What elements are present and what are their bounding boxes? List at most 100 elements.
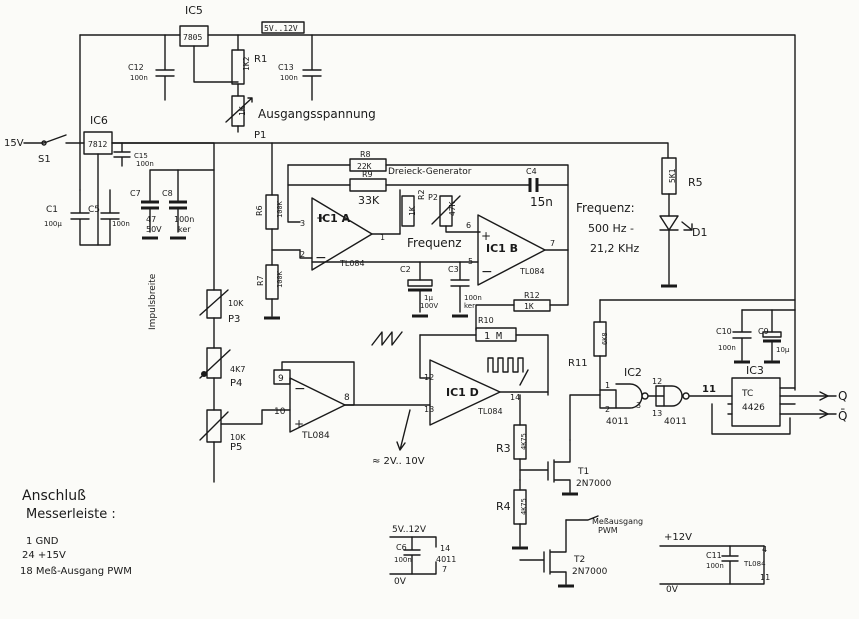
svg-text:100µ: 100µ — [44, 220, 62, 228]
svg-text:−: − — [315, 250, 327, 266]
svg-text:R11: R11 — [568, 358, 588, 369]
p2-potentiometer: 47K P2 — [428, 193, 481, 233]
svg-text:3: 3 — [300, 219, 305, 228]
r9-resistor: R9 33K — [287, 164, 531, 223]
ic1c-opamp: − + 9 10 8 TL084 — [273, 361, 431, 441]
svg-text:33K: 33K — [358, 194, 380, 207]
svg-text:4K75: 4K75 — [520, 433, 528, 450]
svg-text:PWM: PWM — [598, 526, 618, 535]
svg-text:IC2: IC2 — [624, 366, 642, 379]
r5-resistor: 5K1 R5 — [111, 142, 703, 217]
svg-text:100n: 100n — [136, 160, 154, 168]
svg-text:1: 1 — [380, 233, 385, 242]
svg-text:5K1: 5K1 — [668, 168, 677, 183]
svg-text:2: 2 — [300, 250, 305, 259]
svg-text:+12V: +12V — [664, 532, 692, 543]
svg-text:21,2 KHz: 21,2 KHz — [590, 242, 639, 255]
svg-text:100n: 100n — [718, 344, 736, 352]
svg-text:15V: 15V — [4, 138, 24, 149]
svg-text:TC: TC — [741, 389, 753, 399]
svg-text:4426: 4426 — [742, 403, 765, 413]
c13-capacitor: C13 100n — [278, 34, 322, 101]
svg-text:47K: 47K — [448, 201, 457, 216]
ic1a-opamp: IC1 A + − 3 2 1 TL084 — [299, 197, 401, 271]
svg-text:7: 7 — [550, 239, 555, 248]
svg-text:6K8: 6K8 — [601, 332, 609, 345]
r1-resistor: 1K2 R1 — [231, 34, 267, 97]
p1-potentiometer: 1K P1 Ausgangsspannung — [225, 95, 376, 141]
svg-text:T2: T2 — [573, 555, 585, 565]
ic5-regulator: IC5 7805 5V..12V — [179, 4, 305, 83]
svg-text:14: 14 — [440, 544, 450, 553]
frequency-label: Frequenz — [407, 236, 462, 250]
svg-text:Ausgangsspannung: Ausgangsspannung — [258, 107, 376, 121]
svg-text:7812: 7812 — [88, 140, 107, 149]
svg-text:10K: 10K — [230, 433, 246, 442]
svg-text:TL084: TL084 — [743, 560, 766, 568]
svg-text:R9: R9 — [362, 170, 373, 179]
svg-text:IC3: IC3 — [746, 364, 764, 377]
svg-text:11: 11 — [760, 573, 770, 582]
svg-text:47: 47 — [146, 215, 156, 224]
svg-text:5V..12V: 5V..12V — [392, 525, 427, 535]
meas-out-label: Meßausgang PWM — [565, 515, 643, 535]
r12-resistor: 1K R12 — [475, 249, 569, 331]
ic1b-opamp: IC1 B + − 6 5 7 TL084 — [311, 214, 569, 286]
svg-text:TL084: TL084 — [301, 431, 330, 441]
svg-text:1K: 1K — [408, 206, 417, 216]
svg-text:13: 13 — [652, 409, 662, 418]
svg-text:7: 7 — [442, 565, 447, 574]
svg-text:14: 14 — [510, 393, 520, 402]
svg-text:18 Meß-Ausgang PWM: 18 Meß-Ausgang PWM — [20, 566, 132, 577]
c8-capacitor: C8 100n ker — [162, 169, 194, 240]
svg-text:R8: R8 — [360, 150, 371, 159]
svg-text:100n: 100n — [130, 74, 148, 82]
svg-text:1µ: 1µ — [424, 294, 433, 302]
c3-capacitor: C3 100n ker — [448, 261, 482, 318]
svg-text:C10: C10 — [716, 327, 732, 336]
svg-text:Frequenz:: Frequenz: — [576, 201, 635, 215]
svg-text:100n: 100n — [174, 215, 194, 224]
svg-text:C15: C15 — [134, 152, 148, 160]
svg-text:T1: T1 — [577, 467, 589, 477]
svg-text:−: − — [481, 264, 493, 280]
c11-decoupling-block: +12V C11 100n 4 TL084 11 0V — [659, 532, 770, 595]
p4-potentiometer: 4K7 P4 — [199, 347, 245, 411]
r11-resistor: 6K8 R11 — [568, 299, 796, 396]
svg-text:1 M: 1 M — [484, 331, 502, 342]
svg-text:IC1 D: IC1 D — [446, 386, 479, 399]
svg-text:6: 6 — [466, 221, 471, 230]
d1-led: D1 — [659, 215, 707, 288]
svg-text:13: 13 — [424, 405, 434, 414]
svg-text:12: 12 — [652, 377, 662, 386]
svg-text:1K: 1K — [524, 302, 534, 311]
svg-text:4011: 4011 — [606, 417, 629, 427]
svg-text:−: − — [294, 381, 306, 397]
svg-text:R4: R4 — [496, 500, 511, 513]
svg-text:4011: 4011 — [664, 417, 687, 427]
svg-text:100K: 100K — [276, 270, 284, 288]
svg-text:100n: 100n — [394, 556, 412, 564]
svg-text:2N7000: 2N7000 — [572, 567, 608, 577]
output-qbar: Q̄ — [838, 409, 847, 423]
svg-text:C12: C12 — [128, 63, 144, 72]
svg-text:9: 9 — [278, 374, 284, 384]
svg-text:0V: 0V — [394, 577, 407, 587]
svg-text:TL084: TL084 — [339, 259, 365, 268]
svg-text:R1: R1 — [254, 54, 267, 65]
svg-text:+: + — [316, 211, 326, 225]
r7-resistor: 100K R7 — [256, 249, 301, 320]
svg-text:0V: 0V — [666, 585, 679, 595]
svg-text:+: + — [294, 417, 304, 431]
svg-text:C7: C7 — [130, 189, 141, 198]
svg-text:50V: 50V — [146, 225, 162, 234]
svg-text:D1: D1 — [692, 226, 707, 239]
svg-text:12: 12 — [424, 373, 434, 382]
svg-text:100n: 100n — [464, 294, 482, 302]
svg-text:15n: 15n — [530, 195, 553, 209]
svg-text:IC1 A: IC1 A — [318, 212, 351, 225]
output-q: Q — [838, 389, 847, 403]
svg-text:Messerleiste :: Messerleiste : — [26, 507, 116, 522]
svg-text:P4: P4 — [230, 378, 242, 389]
svg-text:22K: 22K — [357, 162, 372, 171]
